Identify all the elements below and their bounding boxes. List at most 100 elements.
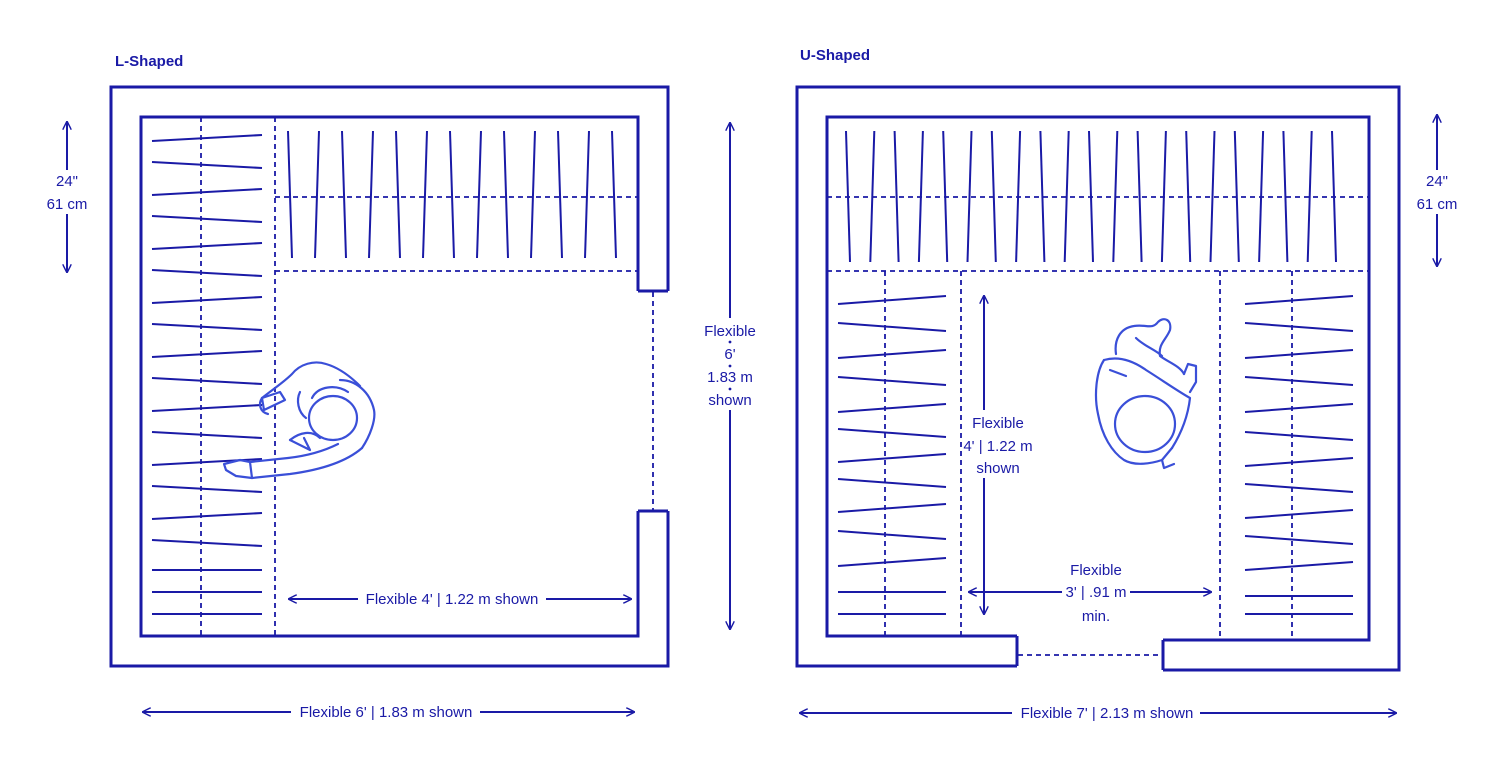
garment-hanger: [1258, 130, 1265, 263]
garment-hanger: [151, 404, 263, 412]
u-shaped-closet: U-Shaped F: [795, 47, 1458, 722]
garment-hanger: [151, 539, 263, 547]
garment-hanger: [1244, 431, 1354, 441]
garment-hanger: [837, 557, 947, 567]
garment-hanger: [530, 130, 536, 259]
garment-hanger: [422, 130, 428, 259]
u-aisle-line1: Flexible: [1070, 562, 1122, 579]
u-top-hangers: [845, 130, 1337, 263]
l-depth-inches: 24": [56, 173, 78, 190]
garment-hanger: [368, 130, 374, 259]
person-figure-l: [222, 361, 376, 480]
garment-hanger: [1244, 535, 1354, 545]
garment-hanger: [845, 130, 851, 263]
garment-hanger: [837, 376, 947, 386]
garment-hanger: [1244, 376, 1354, 386]
garment-hanger: [1244, 457, 1354, 467]
u-aisle-line3: min.: [1082, 608, 1110, 625]
u-outer-wall-left: [795, 85, 1401, 672]
garment-hanger: [917, 130, 924, 263]
garment-hanger: [837, 503, 947, 513]
garment-hanger: [1063, 130, 1070, 263]
l-left-hangers: [151, 134, 263, 615]
garment-hanger: [1112, 130, 1119, 263]
garment-hanger: [1039, 130, 1046, 263]
garment-hanger: [837, 453, 947, 463]
garment-hanger: [449, 130, 455, 259]
garment-hanger: [476, 130, 482, 259]
garment-hanger: [1160, 130, 1167, 263]
l-top-hangers: [287, 130, 617, 259]
u-inner-wall: [825, 115, 1371, 642]
garment-hanger: [837, 349, 947, 359]
garment-hanger: [1233, 130, 1240, 263]
garment-hanger: [837, 322, 947, 332]
garment-hanger: [1244, 403, 1354, 413]
garment-hanger: [151, 269, 263, 277]
u-left-hangers: [837, 295, 947, 615]
u-aisle-line2: 3' | .91 m: [1066, 584, 1127, 601]
height-label-line4: shown: [708, 392, 751, 409]
garment-hanger: [287, 130, 293, 259]
garment-hanger: [151, 377, 263, 385]
garment-hanger: [1136, 130, 1143, 263]
garment-hanger: [990, 130, 997, 263]
garment-hanger: [837, 403, 947, 413]
garment-hanger: [893, 130, 900, 263]
garment-hanger: [1015, 130, 1022, 263]
garment-hanger: [314, 130, 320, 259]
garment-hanger: [837, 530, 947, 540]
garment-hanger: [151, 215, 263, 223]
height-label-line1: Flexible: [704, 323, 756, 340]
u-inner-depth-line2: 4' | 1.22 m: [963, 438, 1032, 455]
garment-hanger: [151, 350, 263, 358]
garment-hanger: [1244, 483, 1354, 493]
garment-hanger: [151, 323, 263, 331]
l-inner-width-label: Flexible 4' | 1.22 m shown: [366, 591, 539, 608]
l-length-label: Flexible 6' | 1.83 m shown: [300, 704, 473, 721]
u-depth-inches: 24": [1426, 173, 1448, 190]
garment-hanger: [837, 295, 947, 305]
garment-hanger: [837, 428, 947, 438]
garment-hanger: [151, 161, 263, 169]
garment-hanger: [1244, 322, 1354, 332]
garment-hanger: [837, 478, 947, 488]
l-outer-wall: [109, 85, 670, 668]
garment-hanger: [151, 485, 263, 493]
garment-hanger: [151, 296, 263, 304]
garment-hanger: [966, 130, 973, 263]
u-length-label: Flexible 7' | 2.13 m shown: [1021, 705, 1194, 722]
garment-hanger: [1244, 509, 1354, 519]
garment-hanger: [1306, 130, 1313, 263]
garment-hanger: [503, 130, 509, 259]
garment-hanger: [1282, 130, 1289, 263]
garment-hanger: [341, 130, 347, 259]
garment-hanger: [1088, 130, 1094, 263]
height-label-line2: 6': [724, 346, 735, 363]
garment-hanger: [151, 134, 263, 142]
l-depth-cm: 61 cm: [47, 196, 88, 213]
garment-hanger: [151, 431, 263, 439]
garment-hanger: [395, 130, 401, 259]
garment-hanger: [151, 512, 263, 520]
garment-hanger: [151, 188, 263, 196]
u-shaped-title: U-Shaped: [800, 47, 870, 64]
garment-hanger: [1244, 349, 1354, 359]
garment-hanger: [1331, 130, 1337, 263]
garment-hanger: [611, 130, 617, 259]
garment-hanger: [557, 130, 563, 259]
garment-hanger: [1185, 130, 1192, 263]
garment-hanger: [869, 130, 876, 263]
l-inner-wall: [139, 115, 640, 638]
garment-hanger: [942, 130, 949, 263]
garment-hanger: [151, 242, 263, 250]
u-depth-cm: 61 cm: [1417, 196, 1458, 213]
person-figure-u: [1094, 318, 1198, 470]
l-shaped-closet: L-Shaped: [47, 53, 756, 721]
l-shaped-title: L-Shaped: [115, 53, 183, 70]
garment-hanger: [1244, 561, 1354, 571]
height-label-line3: 1.83 m: [707, 369, 753, 386]
u-right-hangers: [1244, 295, 1354, 615]
u-inner-depth-line3: shown: [976, 460, 1019, 477]
